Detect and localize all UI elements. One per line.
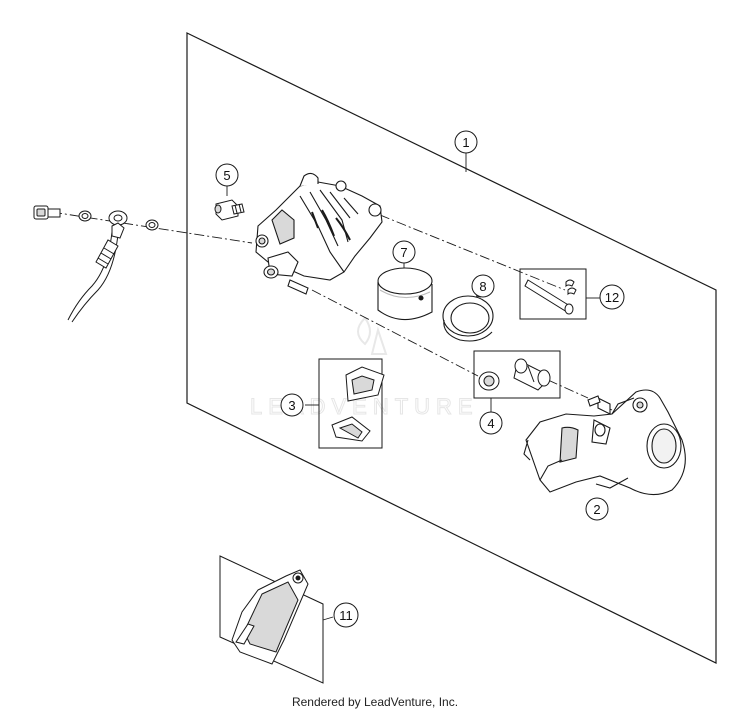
pin-kit [519,268,587,320]
brake-pads [219,555,324,684]
brake-line [67,210,128,323]
callout-1: 1 [454,130,478,154]
caliper-housing [255,172,383,295]
render-credit: Rendered by LeadVenture, Inc. [291,695,459,709]
assembly-panel [186,32,717,664]
banjo-bolt [33,205,159,231]
caliper-piston [377,267,433,321]
svg-text:1: 1 [462,135,469,150]
svg-text:7: 7 [400,245,407,260]
pad-spring-kit [318,358,385,449]
leader-lines [226,152,600,621]
callout-5: 5 [215,163,239,187]
piston-seal [442,295,494,342]
callout-2: 2 [585,497,609,521]
svg-text:4: 4 [487,416,494,431]
bleeder-valve [214,199,245,221]
svg-text:2: 2 [593,502,600,517]
svg-text:5: 5 [223,168,230,183]
svg-text:11: 11 [339,608,353,623]
callout-8: 8 [471,274,495,298]
guide-pin-kit [473,350,561,399]
svg-text:8: 8 [479,279,486,294]
watermark-logo [357,317,388,355]
callout-12: 12 [599,284,625,310]
callout-11: 11 [333,602,359,628]
callout-4: 4 [479,411,503,435]
callout-3: 3 [280,393,304,417]
svg-text:3: 3 [288,398,295,413]
callout-7: 7 [392,240,416,264]
caliper-bracket [523,389,686,496]
svg-text:12: 12 [605,290,619,305]
